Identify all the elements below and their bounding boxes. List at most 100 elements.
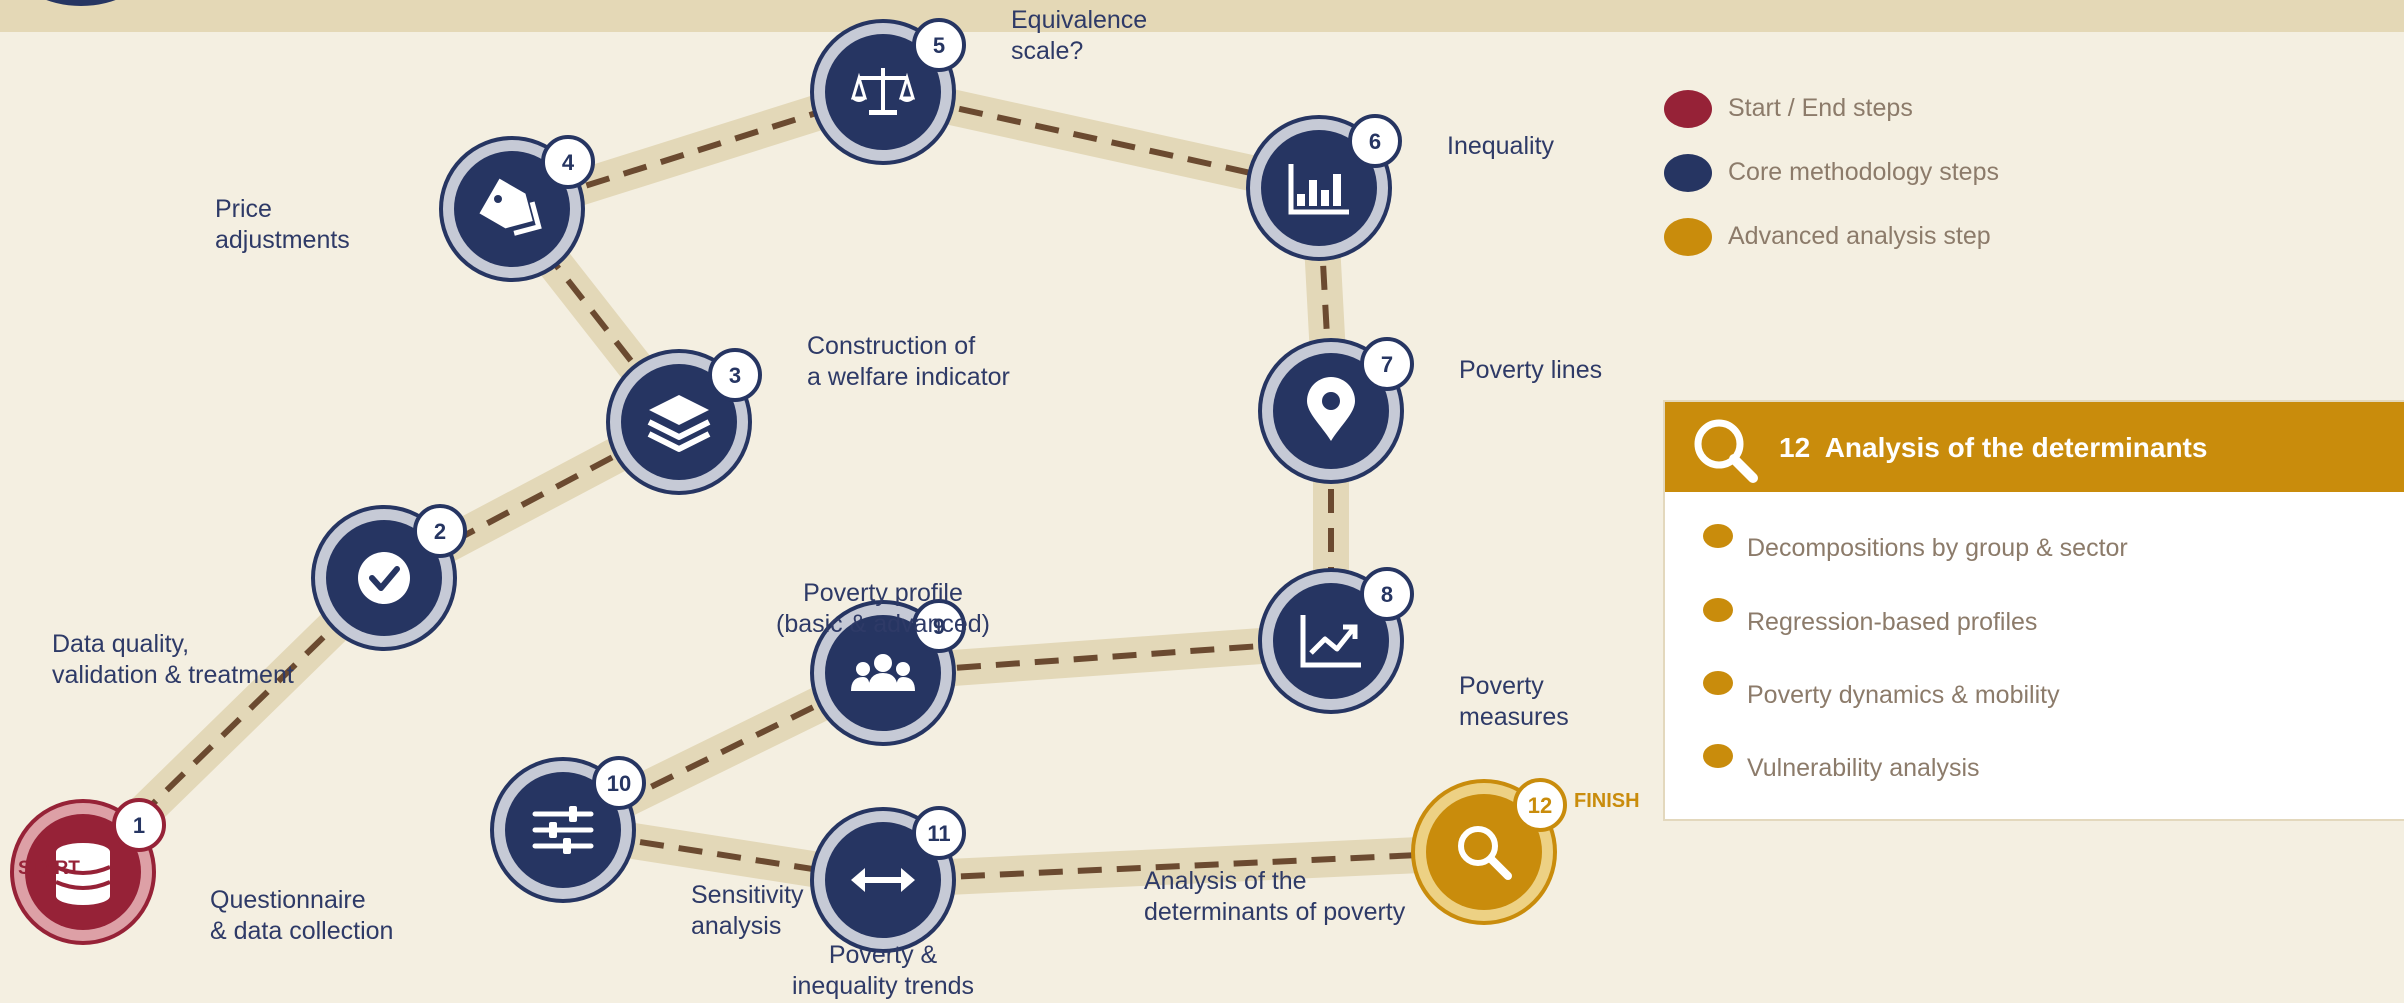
- legend-label: Advanced analysis step: [1728, 222, 1991, 250]
- people-group-icon: [851, 654, 915, 691]
- step-node-2: 2: [311, 504, 467, 651]
- step-label-10: Sensitivity analysis: [691, 881, 804, 940]
- node-outline: [810, 807, 956, 953]
- bullet-icon: [1703, 671, 1733, 695]
- step-node-10: 10: [490, 756, 646, 903]
- step-number-badge: 7: [1360, 337, 1414, 391]
- check-circle-icon: [358, 552, 410, 604]
- step-node-7: 7: [1258, 337, 1414, 484]
- step-label-4: Price adjustments: [215, 195, 350, 254]
- trend-chart-icon: [1300, 615, 1361, 668]
- path-dash: [882, 89, 1320, 191]
- step-number-badge: 2: [413, 504, 467, 558]
- node-body: [1261, 130, 1377, 246]
- node-outline: [1258, 338, 1404, 484]
- bullet-icon: [1703, 744, 1733, 768]
- step-label-5: Equivalence scale?: [1011, 6, 1148, 65]
- node-outline: [1411, 779, 1557, 925]
- panel-item-text: Regression-based profiles: [1747, 608, 2038, 636]
- step-node-6: 6: [1246, 114, 1402, 261]
- layers-icon: [647, 395, 711, 452]
- step-number-badge: 10: [592, 756, 646, 810]
- database-icon: [55, 843, 111, 905]
- step-label-12: Analysis of the determinants of poverty: [1144, 867, 1406, 926]
- step-number: 12: [1528, 793, 1552, 818]
- map-pin-icon: [1307, 377, 1355, 441]
- legend-swatch: [1664, 90, 1712, 128]
- step-number-badge: 6: [1348, 114, 1402, 168]
- magnifier-icon: [1458, 826, 1512, 880]
- panel-title: 12 Analysis of the determinants: [1779, 432, 2207, 464]
- node-outline: [810, 19, 956, 165]
- step-node-5: 5: [810, 18, 966, 165]
- top-band: [0, 0, 2404, 32]
- step-node-3: 3: [606, 348, 762, 495]
- node-outline: [10, 799, 156, 945]
- balance-scale-icon: [850, 68, 916, 115]
- step-number: 2: [434, 519, 446, 544]
- panel-item-text: Vulnerability analysis: [1747, 754, 1980, 782]
- logo: [16, 0, 146, 6]
- path-dash: [80, 575, 387, 875]
- step-label-9: Poverty profile (basic & advanced): [775, 579, 991, 638]
- step-number-badge: 8: [1360, 567, 1414, 621]
- double-arrow-icon: [851, 868, 915, 892]
- path-dash: [882, 849, 1485, 883]
- node-body: [1426, 794, 1542, 910]
- step-label-1: Questionnaire & data collection: [210, 886, 394, 945]
- step-number: 10: [607, 771, 631, 796]
- step-number: 9: [933, 614, 945, 639]
- price-tag-icon: [479, 178, 542, 236]
- step-number-badge: 3: [708, 348, 762, 402]
- step-number-badge: 5: [912, 18, 966, 72]
- panel-header: 12 Analysis of the determinants: [1665, 402, 2404, 492]
- finish-mark: FINISH: [1574, 790, 1640, 812]
- sliders-icon: [532, 806, 594, 854]
- step-number: 7: [1381, 352, 1393, 377]
- legend-swatch: [1664, 154, 1712, 192]
- node-outline: [810, 600, 956, 746]
- determinants-panel: 12 Analysis of the determinants Decompos…: [1663, 400, 2404, 821]
- step-number-badge: 12: [1513, 778, 1567, 832]
- step-node-9: 9: [810, 599, 966, 746]
- step-number-badge: 11: [912, 806, 966, 860]
- step-number: 3: [729, 363, 741, 388]
- step-node-12: 12: [1411, 778, 1567, 925]
- step-number-badge: 9: [912, 599, 966, 653]
- panel-title-text: Analysis of the determinants: [1824, 432, 2208, 463]
- step-node-8: 8: [1258, 567, 1414, 714]
- step-number: 11: [927, 821, 950, 846]
- step-node-11: 11: [810, 806, 966, 953]
- node-outline: [1246, 115, 1392, 261]
- node-outline: [606, 349, 752, 495]
- panel-item-text: Poverty dynamics & mobility: [1747, 681, 2060, 709]
- bullet-icon: [1703, 598, 1733, 622]
- step-label-2: Data quality, validation & treatment: [52, 630, 294, 689]
- legend-label: Core methodology steps: [1728, 158, 1999, 186]
- step-number-badge: 1: [112, 798, 166, 852]
- step-number: 1: [133, 813, 145, 838]
- legend-swatch: [1664, 218, 1712, 256]
- legend-label: Start / End steps: [1728, 94, 1913, 122]
- bullet-icon: [1703, 524, 1733, 548]
- node-outline: [490, 757, 636, 903]
- start-mark: START: [18, 858, 80, 879]
- step-node-1: 1: [10, 798, 166, 945]
- step-number: 5: [933, 33, 945, 58]
- step-number-badge: 4: [541, 135, 595, 189]
- step-label-11: Poverty & inequality trends: [791, 941, 975, 1000]
- panel-number: 12: [1779, 432, 1811, 463]
- bar-chart-icon: [1288, 164, 1349, 215]
- step-number: 8: [1381, 582, 1393, 607]
- node-outline: [311, 505, 457, 651]
- step-label-8: Poverty measures: [1459, 672, 1569, 731]
- step-node-4: 4: [439, 135, 595, 282]
- panel-item-text: Decompositions by group & sector: [1747, 534, 2128, 562]
- step-label-3: Construction of a welfare indicator: [807, 332, 1010, 391]
- node-outline: [1258, 568, 1404, 714]
- step-label-6: Inequality: [1447, 132, 1555, 160]
- path-dash: [882, 638, 1332, 676]
- step-number: 4: [562, 150, 575, 175]
